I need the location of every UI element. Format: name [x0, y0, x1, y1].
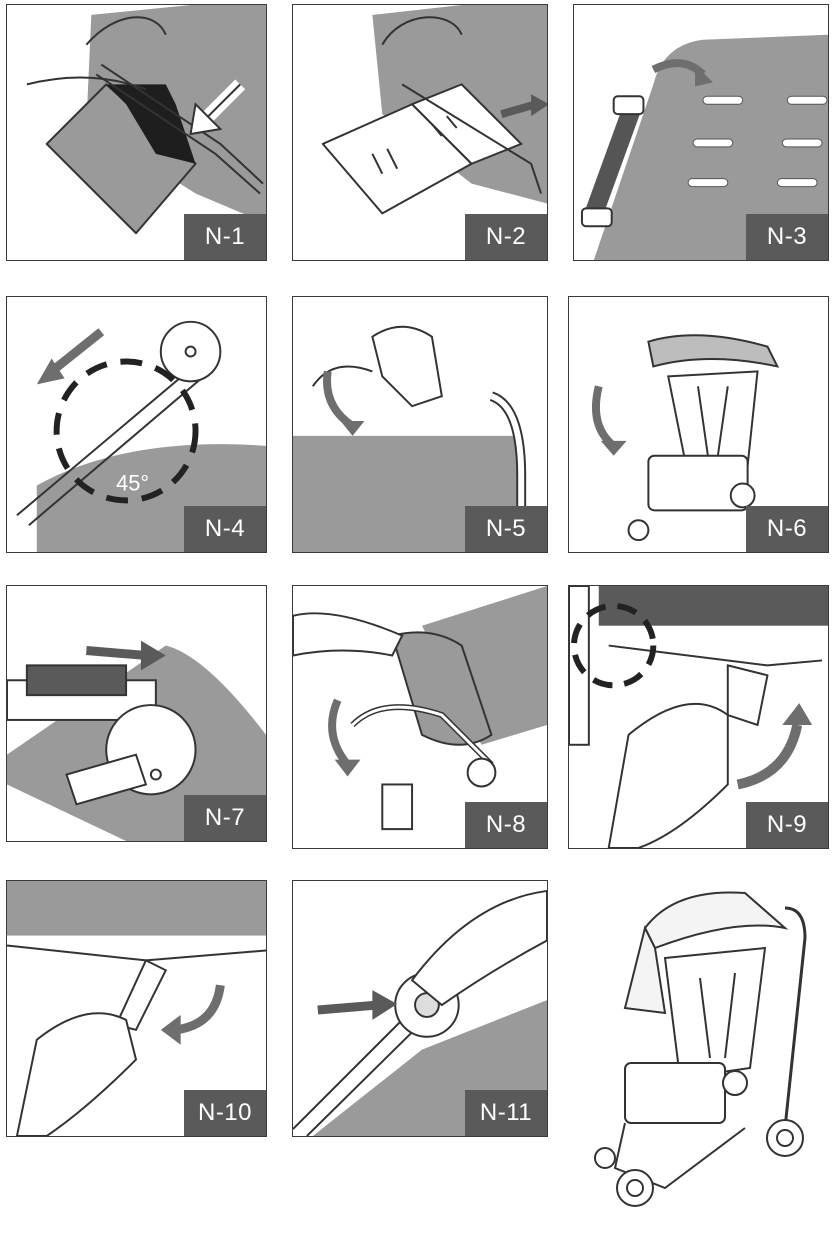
step-panel-n5: N-5	[292, 296, 548, 553]
step-label: N-7	[184, 795, 266, 841]
step-panel-n9: N-9	[568, 585, 829, 849]
step-label: N-1	[184, 214, 266, 260]
step-label: N-4	[184, 506, 266, 552]
step-panel-n11: N-11	[292, 880, 548, 1137]
assembled-stroller-illustration	[585, 868, 815, 1238]
step-label: N-11	[465, 1090, 547, 1136]
step-panel-n1: N-1	[6, 4, 267, 261]
step-label: N-3	[746, 214, 828, 260]
step-label: N-2	[465, 214, 547, 260]
step-panel-n3: N-3	[573, 4, 829, 261]
step-panel-n6: N-6	[568, 296, 829, 553]
step-panel-n4: 45° N-4	[6, 296, 267, 553]
stroller-image	[585, 868, 815, 1238]
step-panel-n10: N-10	[6, 880, 267, 1137]
step-label: N-5	[465, 506, 547, 552]
step-label: N-6	[746, 506, 828, 552]
step-panel-n7: N-7	[6, 585, 267, 842]
step-panel-n8: N-8	[292, 585, 548, 849]
step-label: N-9	[746, 802, 828, 848]
step-label: N-8	[465, 802, 547, 848]
step-panel-n2: N-2	[292, 4, 548, 261]
angle-label: 45°	[116, 470, 149, 495]
step-label: N-10	[184, 1090, 266, 1136]
